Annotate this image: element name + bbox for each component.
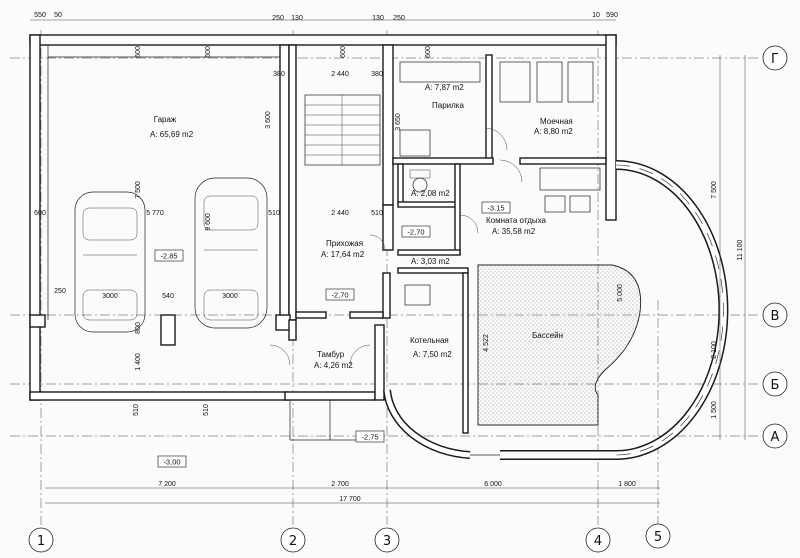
dim-top-250a: 250: [272, 15, 284, 22]
interior-dimensions: 600 600 600 600 380 2 440 380 3 600 3 65…: [34, 46, 624, 416]
staircase: [304, 94, 381, 166]
level-hall-lower: -2,70: [331, 291, 348, 300]
room-name-pool: Бассейн: [532, 331, 563, 340]
axis-marker-1: 1: [37, 534, 45, 549]
sauna-fixtures: [399, 61, 481, 157]
car-left: [74, 191, 146, 333]
axis-marker-a: А: [771, 430, 780, 445]
axis-marker-b: Б: [771, 378, 780, 393]
dim-600-left: 600: [34, 210, 46, 217]
dim-510a: 510: [268, 210, 280, 217]
dim-right-2100: 2 100: [711, 341, 718, 359]
room-area-sauna: A: 7,87 m2: [425, 83, 464, 92]
room-area-storage: A: 3,03 m2: [411, 257, 450, 266]
dim-g600a: 600: [135, 46, 142, 58]
room-area-garage: A: 65,69 m2: [150, 130, 194, 139]
dim-9600: 9 600: [205, 213, 212, 231]
axis-marker-g: Г: [771, 52, 779, 67]
dim-4522: 4 522: [483, 334, 490, 352]
dim-bottom-17700: 17 700: [339, 496, 361, 503]
axis-marker-3: 3: [383, 534, 391, 549]
dim-right-11100: 11 100: [737, 239, 744, 260]
room-area-boiler: A: 7,50 m2: [413, 350, 452, 359]
dim-top-250b: 250: [393, 15, 405, 22]
dim-bottom-1800: 1 800: [618, 481, 636, 488]
level-rest: -3.15: [487, 204, 504, 213]
room-name-sauna: Парилка: [432, 101, 464, 110]
rotunda-wall: [383, 160, 729, 460]
dim-800: 800: [135, 322, 142, 334]
car-right: [194, 177, 268, 329]
dim-right-1500: 1 500: [711, 401, 718, 419]
room-name-hall: Прихожая: [326, 239, 363, 248]
level-marks: -2.85 -2,70 -2,70 -3.15 -2,75 -3,00: [154, 201, 511, 468]
dim-right-7500: 7 500: [711, 181, 718, 199]
dim-top-50: 50: [54, 12, 62, 19]
room-labels: Гараж A: 65,69 m2 A: 7,87 m2 Парилка Мое…: [150, 83, 573, 370]
dim-5770: 5 770: [146, 210, 164, 217]
bottom-dimensions: 7 200 2 700 6 000 1 800 17 700: [158, 481, 636, 503]
room-name-rest: Комната отдыха: [486, 216, 547, 225]
dim-top-130b: 130: [372, 15, 384, 22]
dim-250: 250: [54, 288, 66, 295]
dim-bottom-2700: 2 700: [331, 481, 349, 488]
level-garage: -2.85: [160, 252, 177, 261]
axis-marker-5: 5: [654, 530, 662, 545]
room-name-boiler: Котельная: [410, 336, 449, 345]
axis-markers: Г В Б А 1 2 3 4 5: [28, 45, 788, 553]
boiler-fixtures: [404, 284, 431, 306]
dim-bottom-6000: 6 000: [484, 481, 502, 488]
dim-bottom-7200: 7 200: [158, 481, 176, 488]
dim-5000: 5 000: [617, 284, 624, 302]
pool-basin: [477, 264, 642, 426]
room-area-rest: A: 35,58 m2: [492, 227, 536, 236]
dim-510b: 510: [371, 210, 383, 217]
dim-510d: 510: [203, 404, 210, 416]
wash-fixtures: [499, 61, 594, 103]
dim-510c: 510: [133, 404, 140, 416]
dim-top-590: 590: [606, 12, 618, 19]
dim-g600b: 600: [205, 46, 212, 58]
dim-2440a: 2 440: [331, 71, 349, 78]
right-dimensions: 7 500 11 100 2 100 1 500: [711, 181, 744, 419]
axis-marker-4: 4: [594, 534, 602, 549]
dim-3000a: 3000: [102, 293, 118, 300]
walls: [29, 34, 617, 441]
room-name-garage: Гараж: [154, 115, 177, 124]
dim-2440b: 2 440: [331, 210, 349, 217]
room-name-vestibule: Тамбур: [317, 350, 345, 359]
dim-380a: 380: [273, 71, 285, 78]
dim-s600: 600: [425, 46, 432, 58]
dim-top-130a: 130: [291, 15, 303, 22]
room-area-vestibule: A: 4,26 m2: [314, 361, 353, 370]
door-swings: [269, 127, 523, 366]
dim-7500: 7 500: [135, 181, 142, 199]
level-ground: -3,00: [163, 458, 180, 467]
dim-top-10: 10: [592, 12, 600, 19]
dim-h600: 600: [340, 46, 347, 58]
dim-3650: 3 650: [395, 113, 402, 131]
lounge-furniture: [539, 167, 601, 213]
bath-fixtures: [409, 169, 431, 193]
top-dimensions: 550 50 250 130 130 250 10 590: [34, 12, 618, 22]
dim-540: 540: [162, 293, 174, 300]
dim-1400: 1 400: [135, 353, 142, 371]
room-area-bath: A: 2,08 m2: [411, 189, 450, 198]
room-area-hall: A: 17,64 m2: [321, 250, 365, 259]
level-hall-step: -2,70: [407, 228, 424, 237]
axis-marker-v: В: [771, 309, 780, 324]
dim-3000b: 3000: [222, 293, 238, 300]
dim-380b: 380: [371, 71, 383, 78]
dim-3600a: 3 600: [265, 111, 272, 129]
room-area-wash: A: 8,80 m2: [534, 127, 573, 136]
dim-top-550: 550: [34, 12, 46, 19]
axis-marker-2: 2: [289, 534, 297, 549]
room-name-wash: Моечная: [540, 117, 573, 126]
level-porch: -2,75: [361, 433, 378, 442]
dimension-lines: [30, 19, 746, 504]
